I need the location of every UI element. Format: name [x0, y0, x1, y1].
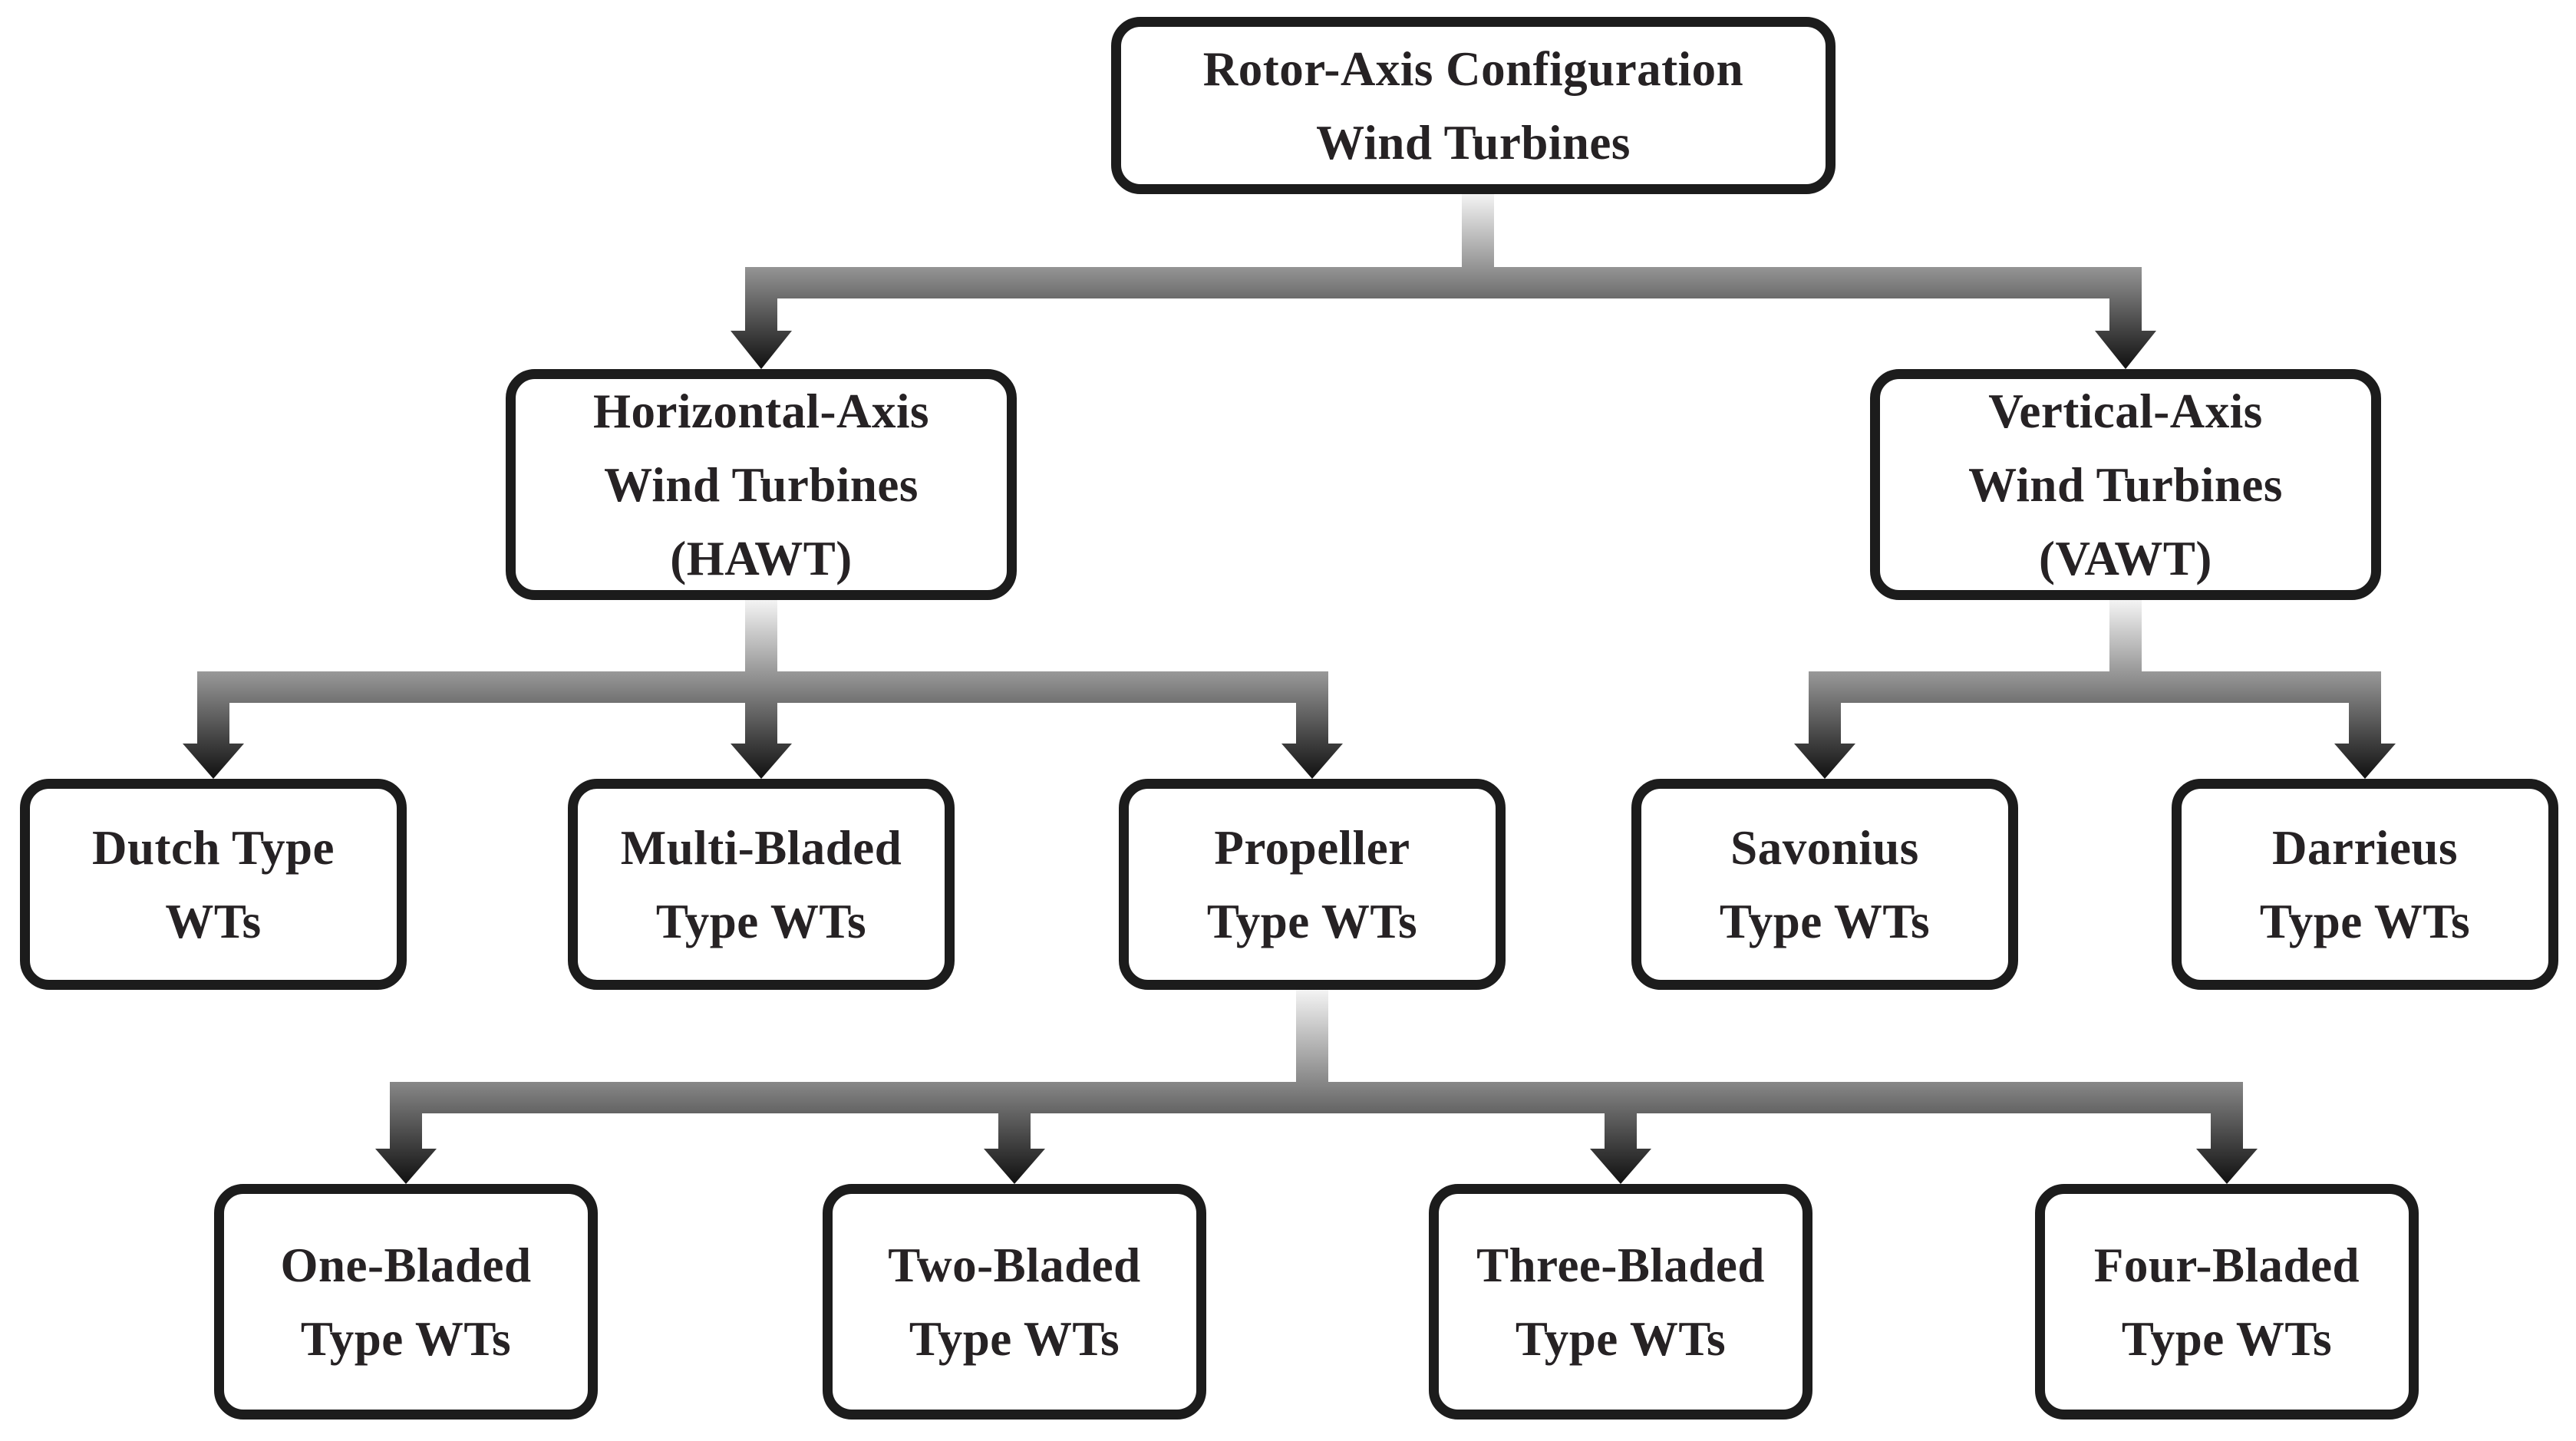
connector-root-to-level2 — [731, 194, 2156, 369]
node-root: Rotor-Axis Configuration Wind Turbines — [1111, 17, 1836, 194]
node-vawt-label: Vertical-Axis Wind Turbines (VAWT) — [1968, 384, 2283, 585]
connector-propeller-to-children — [375, 990, 2258, 1184]
node-multi-bladed: Multi-Bladed Type WTs — [568, 779, 955, 990]
node-three-bladed-label: Three-Bladed Type WTs — [1476, 1238, 1765, 1366]
node-darrieus-label: Darrieus Type WTs — [2259, 820, 2471, 948]
node-hawt: Horizontal-Axis Wind Turbines (HAWT) — [506, 369, 1017, 600]
node-four-bladed-label: Four-Bladed Type WTs — [2093, 1238, 2360, 1366]
node-one-bladed-label: One-Bladed Type WTs — [280, 1238, 532, 1366]
connector-vawt-to-children — [1794, 600, 2396, 779]
node-two-bladed-label: Two-Bladed Type WTs — [888, 1238, 1141, 1366]
node-three-bladed: Three-Bladed Type WTs — [1429, 1184, 1812, 1420]
node-savonius-label: Savonius Type WTs — [1719, 820, 1931, 948]
node-propeller: Propeller Type WTs — [1119, 779, 1506, 990]
node-vawt: Vertical-Axis Wind Turbines (VAWT) — [1870, 369, 2381, 600]
node-root-label: Rotor-Axis Configuration Wind Turbines — [1202, 41, 1744, 170]
node-two-bladed: Two-Bladed Type WTs — [823, 1184, 1206, 1420]
node-dutch-type: Dutch Type WTs — [20, 779, 407, 990]
node-four-bladed: Four-Bladed Type WTs — [2035, 1184, 2419, 1420]
node-dutch-type-label: Dutch Type WTs — [92, 820, 335, 948]
node-propeller-label: Propeller Type WTs — [1206, 820, 1418, 948]
node-multi-bladed-label: Multi-Bladed Type WTs — [620, 820, 902, 948]
node-one-bladed: One-Bladed Type WTs — [214, 1184, 598, 1420]
node-darrieus: Darrieus Type WTs — [2172, 779, 2558, 990]
node-hawt-label: Horizontal-Axis Wind Turbines (HAWT) — [593, 384, 929, 585]
node-savonius: Savonius Type WTs — [1631, 779, 2018, 990]
connector-hawt-to-children — [183, 600, 1343, 779]
